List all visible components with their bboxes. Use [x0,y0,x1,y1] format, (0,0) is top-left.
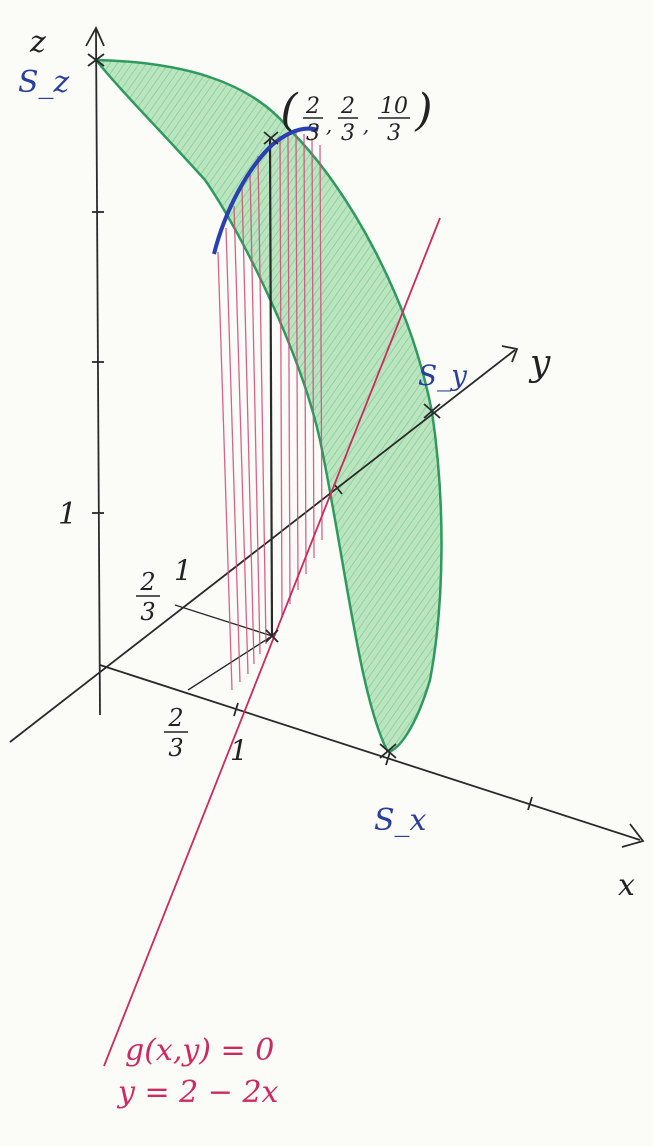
surface [95,58,443,754]
y-axis-arrow [501,345,519,363]
open-paren: ( [280,85,298,136]
x-two-thirds-label: 2 3 [164,704,188,762]
sx-marker [379,743,397,759]
construction-lines [174,137,274,691]
z-axis [95,29,101,716]
base-marker [265,629,279,643]
constraint-line-equation: y = 2 − 2x [116,1075,279,1110]
sz-marker [87,53,105,67]
surface-hatch [96,60,442,752]
y-two-thirds-den: 3 [140,598,155,626]
surface-inner-edge [95,59,390,753]
constraint-line [103,217,441,1067]
comma-2: , [363,113,369,137]
sx-label: S_x [374,803,427,838]
sz-label: S_z [18,65,70,100]
sz-text: S_z [18,65,70,100]
max-z-num: 10 [380,94,408,119]
max-y-den: 3 [341,121,355,146]
x-tick-3 [527,796,533,811]
max-marker [263,131,279,145]
curtain [217,131,323,691]
point-markers [87,53,441,759]
axes [9,25,645,848]
y-two-thirds-num: 2 [139,568,155,596]
vertical-to-max [268,137,274,637]
x-two-thirds-den: 3 [168,734,183,762]
sy-text: S_y [418,359,468,392]
close-paren: ) [414,85,432,136]
constraint-curve [212,126,319,255]
x-two-thirds-num: 2 [167,704,183,732]
max-point-label: ( 2 3 , 2 3 , 10 3 ) [280,85,432,146]
z-axis-arrow [85,25,105,47]
y-two-thirds-label: 2 3 [136,568,160,626]
constraint-equation: g(x,y) = 0 [125,1033,274,1068]
z-tick-label-1: 1 [58,497,77,532]
x-axis-arrow [621,823,645,848]
guide-y-two-thirds [174,604,273,637]
sy-label: S_y [418,359,468,392]
y-axis-label: y [528,343,551,384]
y-tick-label-1: 1 [174,554,192,587]
z-axis-label: z [29,25,46,60]
x-axis-label: x [618,868,635,903]
y-tick-1 [333,483,343,495]
guide-x-two-thirds [187,635,273,691]
comma-1: , [326,113,332,137]
sx-text: S_x [374,803,427,838]
surface-outer-edge [95,58,443,754]
max-y-num: 2 [340,94,355,119]
max-z-den: 3 [387,121,401,146]
y-axis [9,349,516,743]
max-x-num: 2 [305,94,320,119]
x-tick-2 [385,751,391,766]
x-tick-label-1: 1 [230,734,248,767]
max-x-den: 3 [306,121,320,146]
x-axis [99,664,641,841]
x-tick-1 [233,702,239,717]
sy-marker [423,403,441,419]
